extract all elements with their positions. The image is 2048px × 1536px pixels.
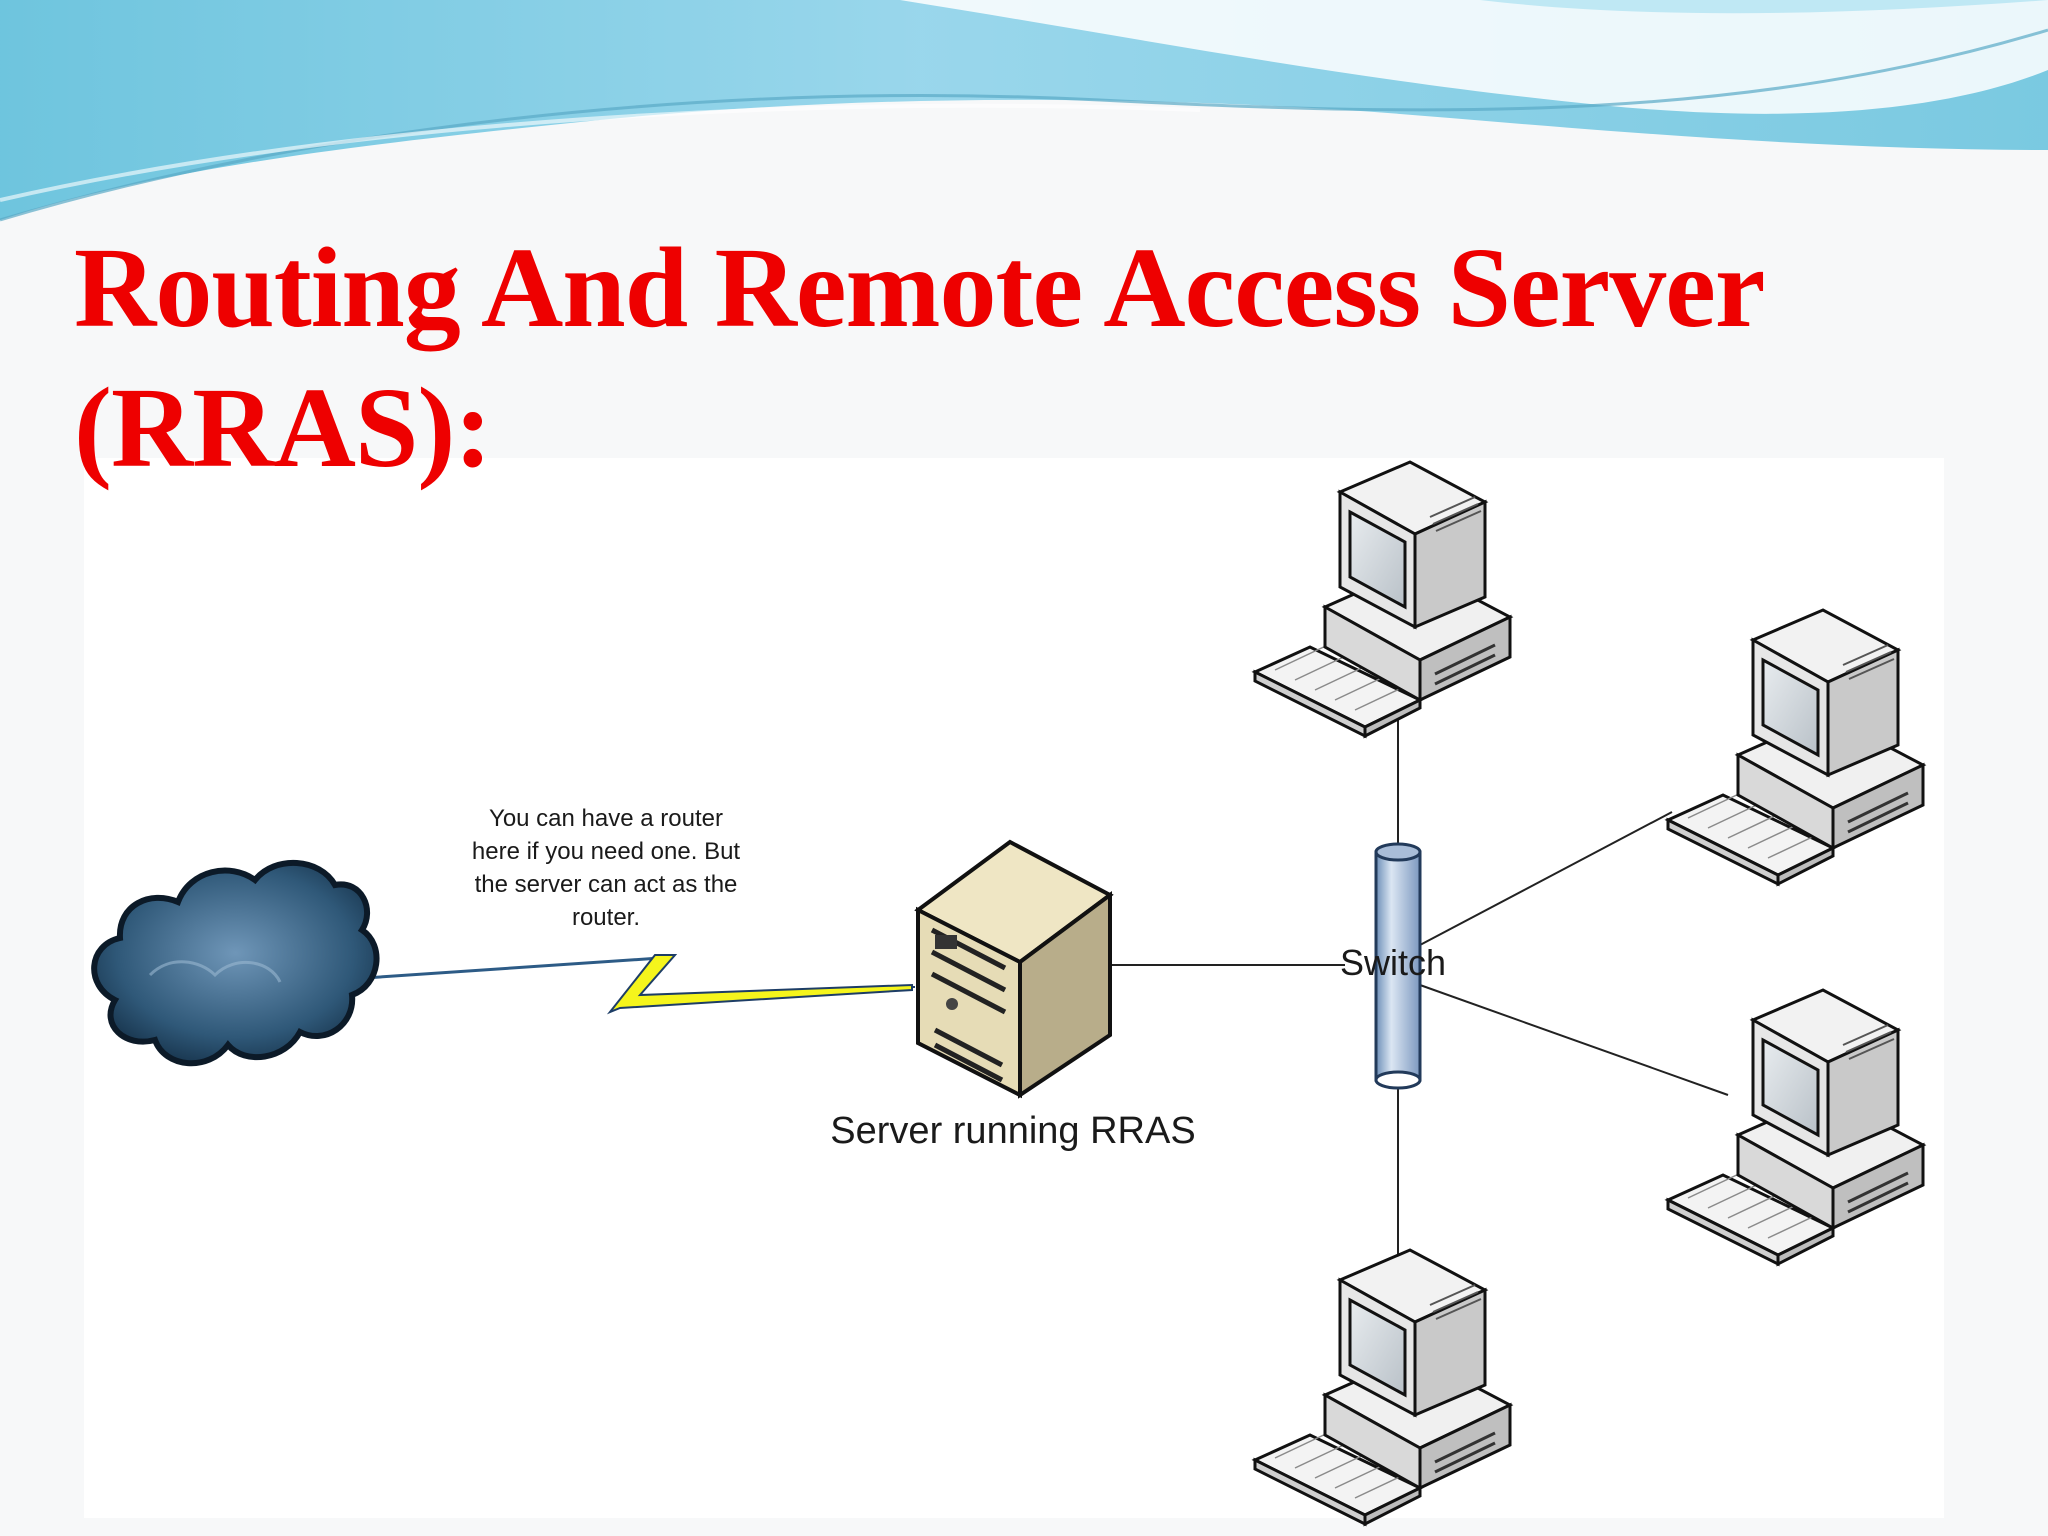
slide-title-line: Routing And Remote Access Server — [74, 224, 1765, 351]
switch-label: Switch — [1340, 942, 1446, 983]
switch-cylinder-icon — [1374, 842, 1422, 1090]
network-links — [1110, 700, 1729, 1255]
switch-link-pc3 — [1419, 984, 1729, 1096]
internet-cloud-icon — [91, 859, 380, 1067]
header-banner — [0, 0, 2048, 222]
slide-title: Routing And Remote Access Server (RRAS): — [74, 218, 2034, 498]
diagram-labels: You can have a router here if you need o… — [472, 805, 1446, 1152]
router-note-line: You can have a router — [489, 805, 723, 832]
server-label: Server running RRAS — [830, 1110, 1195, 1152]
router-note-line: router. — [572, 904, 640, 931]
router-note-line: here if you need one. But — [472, 838, 741, 865]
router-note-line: the server can act as the — [475, 871, 738, 898]
switch-link-pc2 — [1419, 811, 1673, 946]
slide-title-line: (RRAS): — [74, 364, 492, 491]
tower-server-icon — [914, 839, 1114, 1099]
wan-lightning-link-icon — [364, 954, 915, 1015]
